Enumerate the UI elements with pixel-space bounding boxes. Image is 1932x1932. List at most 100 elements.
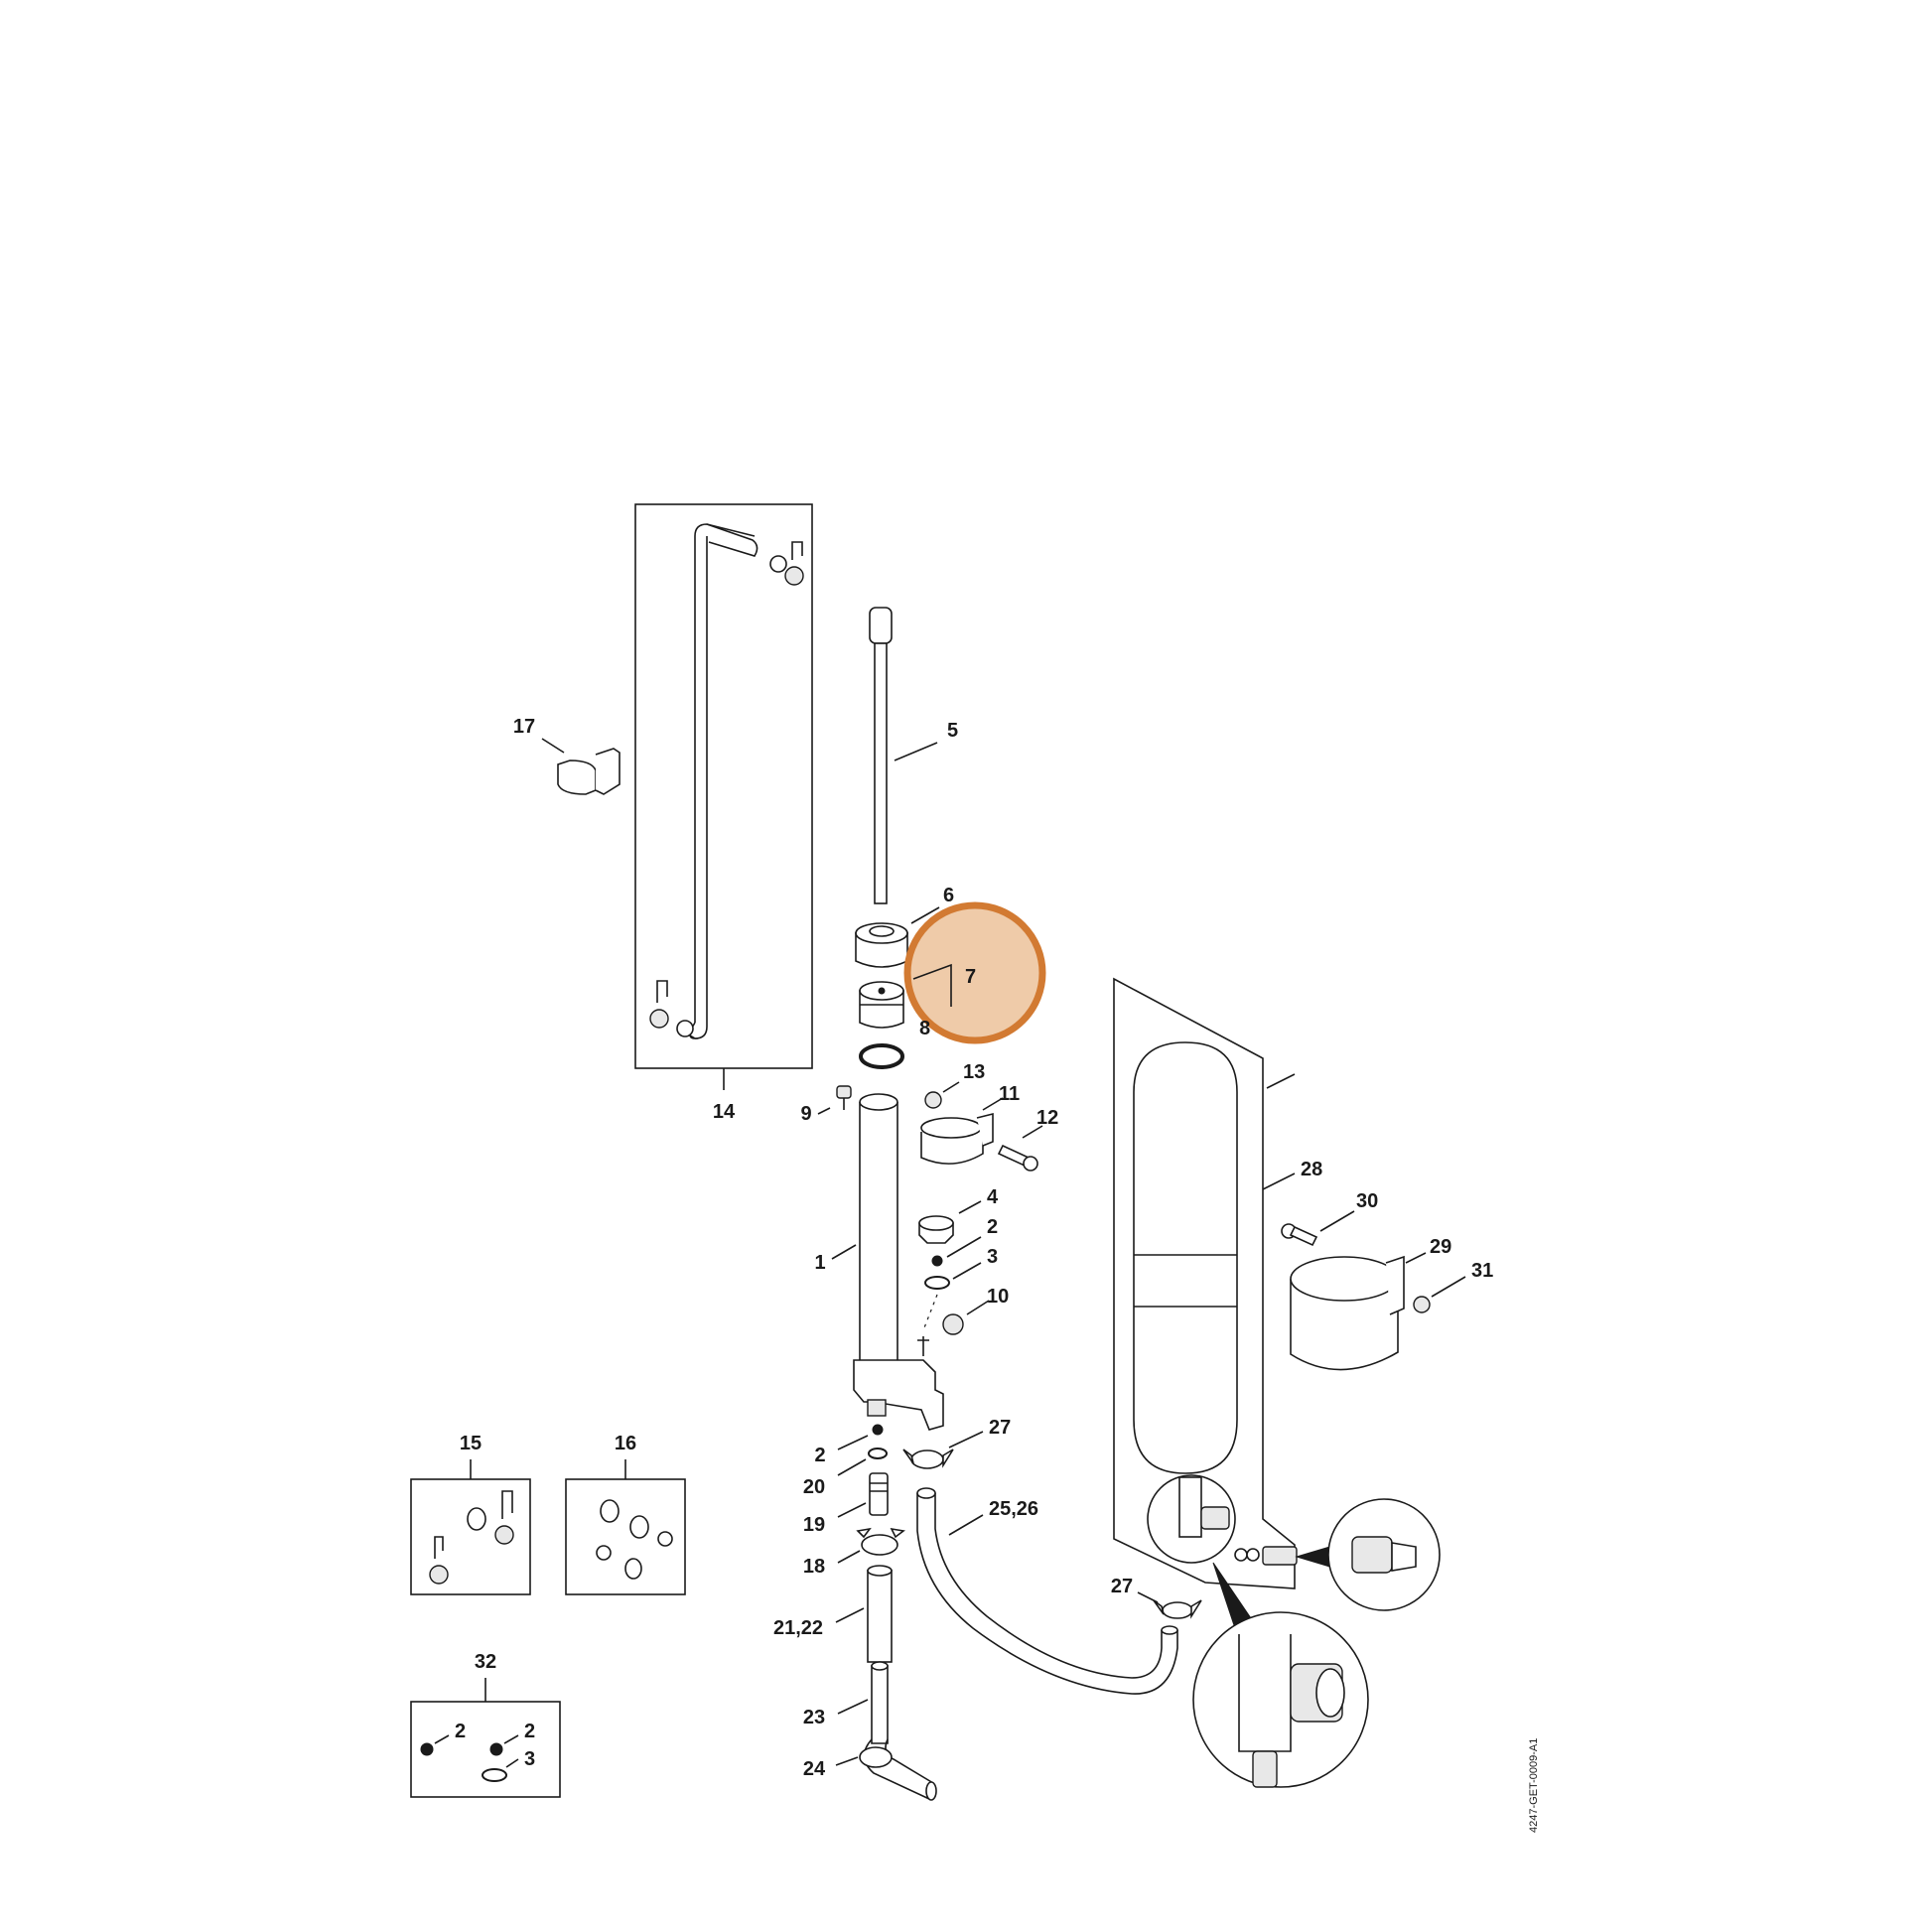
part-30-bolt[interactable]: 30 xyxy=(1281,1190,1378,1247)
part-29-tank-clamp[interactable]: 29 xyxy=(1290,1236,1451,1371)
leader-7 xyxy=(912,963,952,1007)
part-31-nut[interactable]: 31 xyxy=(1413,1260,1493,1313)
kit-16[interactable]: 16 xyxy=(565,1433,686,1595)
callout-10[interactable]: 10 xyxy=(987,1286,1009,1308)
leader-28 xyxy=(1266,1073,1296,1089)
callout-14[interactable]: 14 xyxy=(713,1101,736,1123)
leader-30 xyxy=(1319,1210,1355,1232)
callout-20[interactable]: 20 xyxy=(803,1476,825,1498)
part-24-clamp xyxy=(859,1746,893,1768)
callout-9[interactable]: 9 xyxy=(800,1103,811,1125)
callout-11[interactable]: 11 xyxy=(999,1083,1020,1105)
leader-4 xyxy=(958,1200,982,1214)
callout-24[interactable]: 24 xyxy=(803,1758,826,1780)
part-18-hose-clamp[interactable]: 18 xyxy=(803,1527,905,1578)
kit-15-clip-2 xyxy=(434,1536,444,1559)
part-8-o-ring[interactable]: 8 xyxy=(859,1018,930,1069)
part-23-body xyxy=(871,1665,889,1744)
part-1-outlet xyxy=(867,1399,887,1417)
kit-15[interactable]: 15 xyxy=(410,1433,531,1595)
part-9-screw[interactable]: 9 xyxy=(800,1085,852,1125)
part-17-clip[interactable]: 17 xyxy=(513,716,621,795)
leader-28-line xyxy=(1262,1173,1296,1190)
part-24-end xyxy=(925,1781,937,1801)
part-9-head xyxy=(836,1085,852,1099)
part-23-hose[interactable]: 23 xyxy=(803,1661,889,1744)
callout-17[interactable]: 17 xyxy=(513,716,535,738)
callout-3-kit[interactable]: 3 xyxy=(524,1748,535,1770)
callout-4[interactable]: 4 xyxy=(987,1186,999,1208)
callout-2-kit-a[interactable]: 2 xyxy=(455,1721,466,1742)
callout-6[interactable]: 6 xyxy=(943,885,954,906)
part-14-clip-bottom xyxy=(656,980,668,1003)
part-14-handle-assembly[interactable]: 14 xyxy=(634,503,813,1123)
part-27-clamp-upper[interactable]: 27 xyxy=(902,1417,1011,1469)
kit-32-o-ring xyxy=(482,1768,507,1782)
callout-23[interactable]: 23 xyxy=(803,1707,825,1728)
callout-13[interactable]: 13 xyxy=(963,1061,985,1083)
callout-29[interactable]: 29 xyxy=(1430,1236,1451,1258)
part-11-clamp[interactable]: 11 xyxy=(920,1083,1020,1165)
part-14-rod-top xyxy=(706,523,759,557)
leader-31 xyxy=(1431,1276,1466,1298)
part-1-tube xyxy=(859,1102,898,1371)
callout-2-kit-b[interactable]: 2 xyxy=(524,1721,535,1742)
part-28-pressure-vessel[interactable]: 28 xyxy=(1113,977,1322,1589)
callout-31[interactable]: 31 xyxy=(1471,1260,1493,1282)
part-20-o-ring[interactable]: 20 xyxy=(803,1448,888,1498)
kit-32[interactable]: 32 2 2 3 xyxy=(410,1651,561,1798)
part-25-26-pressure-hose[interactable]: 25,26 xyxy=(916,1487,1178,1695)
part-24-suction-hose[interactable]: 24 xyxy=(803,1738,937,1801)
highlight-part-7[interactable] xyxy=(903,901,1046,1044)
callout-3-upper[interactable]: 3 xyxy=(987,1246,998,1268)
part-6-cap[interactable]: 6 xyxy=(855,885,954,968)
callout-25-26[interactable]: 25,26 xyxy=(989,1498,1038,1520)
callout-19[interactable]: 19 xyxy=(803,1514,825,1536)
callout-28[interactable]: 28 xyxy=(1301,1159,1322,1180)
callout-16[interactable]: 16 xyxy=(615,1433,636,1454)
callout-8[interactable]: 8 xyxy=(919,1018,930,1039)
part-3-o-ring-upper[interactable]: 3 xyxy=(924,1246,998,1290)
part-14-clip-top xyxy=(791,541,803,560)
part-7-piston[interactable]: 7 xyxy=(859,901,1046,1044)
callout-2-upper[interactable]: 2 xyxy=(987,1216,998,1238)
callout-21-22[interactable]: 21,22 xyxy=(773,1617,823,1639)
part-23-top xyxy=(871,1661,889,1671)
kit-32-ball-1 xyxy=(420,1742,434,1756)
part-4-valve-plug[interactable]: 4 xyxy=(918,1186,999,1244)
callout-1[interactable]: 1 xyxy=(814,1252,825,1274)
part-7-body xyxy=(859,990,904,1029)
callout-32[interactable]: 32 xyxy=(475,1651,496,1673)
callout-5[interactable]: 5 xyxy=(947,720,958,742)
part-19-nipple[interactable]: 19 xyxy=(803,1472,889,1536)
callout-27-lower[interactable]: 27 xyxy=(1111,1576,1133,1597)
part-27-clamp-lower[interactable]: 27 xyxy=(1111,1576,1202,1619)
leader-12 xyxy=(1022,1125,1043,1139)
part-13-nut[interactable]: 13 xyxy=(924,1061,985,1109)
part-28-tank xyxy=(1133,1041,1238,1474)
part-1-pump-cylinder[interactable]: 1 xyxy=(814,1093,944,1431)
callout-18[interactable]: 18 xyxy=(803,1556,825,1578)
part-5-piston-rod[interactable]: 5 xyxy=(869,607,958,904)
part-28-tank-neck xyxy=(1178,1476,1202,1538)
callout-15[interactable]: 15 xyxy=(460,1433,482,1454)
callout-30[interactable]: 30 xyxy=(1356,1190,1378,1212)
callout-2-lower[interactable]: 2 xyxy=(814,1445,825,1466)
leader-17 xyxy=(541,738,565,754)
callout-7[interactable]: 7 xyxy=(965,966,976,988)
part-21-22-tube[interactable]: 21,22 xyxy=(773,1565,893,1663)
part-10-nut[interactable]: 10 xyxy=(917,1286,1009,1356)
part-12-bolt[interactable]: 12 xyxy=(997,1107,1058,1172)
leader-11 xyxy=(982,1097,1004,1111)
part-2-ball-lower-body xyxy=(872,1424,884,1436)
part-25-26-end-bottom xyxy=(1161,1625,1178,1635)
part-28-washer-1 xyxy=(1234,1548,1248,1562)
part-14-frame xyxy=(634,503,813,1069)
part-14-nut-bottom xyxy=(649,1009,669,1029)
part-2-ball-lower[interactable]: 2 xyxy=(814,1424,884,1466)
callout-27-upper[interactable]: 27 xyxy=(989,1417,1011,1439)
leader-5 xyxy=(894,742,938,761)
callout-12[interactable]: 12 xyxy=(1036,1107,1058,1129)
part-2-ball-upper[interactable]: 2 xyxy=(931,1216,998,1267)
